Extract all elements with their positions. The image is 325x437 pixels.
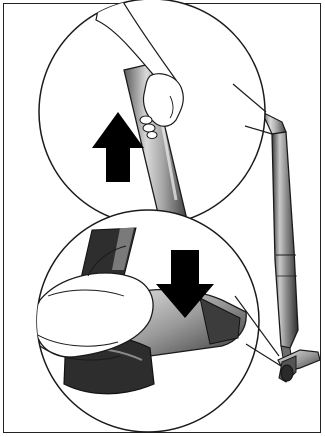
top-detail-panel (38, 0, 266, 226)
vacuum-cleaner-overview (260, 110, 321, 383)
detail-hand (142, 73, 184, 127)
bottom-detail-panel (36, 209, 260, 433)
down-arrow-icon (156, 250, 214, 318)
up-arrow-icon (92, 112, 144, 182)
bottom-leader-lines (234, 295, 282, 367)
vacuum-body (271, 131, 299, 349)
top-leader-lines (232, 83, 273, 135)
